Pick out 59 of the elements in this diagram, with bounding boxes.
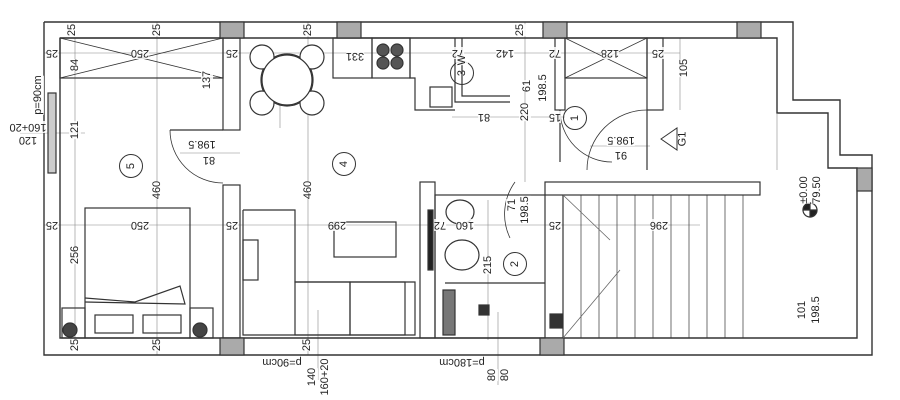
- dimension-label: 160+20: [10, 121, 46, 133]
- dimension-label: 80: [486, 368, 498, 382]
- dimension-label: 71: [506, 198, 518, 212]
- dimension-label: 460: [151, 180, 163, 200]
- dimension-label: 25: [226, 219, 238, 231]
- dimension-label: 331: [346, 50, 364, 62]
- dimension-label: 128: [600, 47, 620, 59]
- dimension-label: 299: [328, 219, 346, 231]
- dimension-label: 25: [151, 338, 163, 352]
- dimension-label: 84: [69, 58, 81, 72]
- dimension-label: 61: [521, 80, 533, 92]
- dimension-label: 198.5: [188, 138, 216, 150]
- dimension-label: 142: [496, 47, 514, 59]
- dimension-label: 250: [130, 47, 150, 59]
- dimension-label: 220: [519, 102, 531, 122]
- dimension-label: 25: [151, 24, 163, 36]
- dimension-label: 215: [482, 256, 494, 274]
- dimension-label: 160: [456, 219, 474, 231]
- dimension-label: 25: [652, 47, 664, 59]
- dimension-label: 25: [301, 338, 313, 352]
- dimension-label: 296: [650, 219, 668, 231]
- dimension-label: 120: [18, 134, 38, 146]
- dimension-label: 80: [499, 368, 511, 382]
- dimension-label: 25: [66, 24, 78, 36]
- dimension-label: 81: [202, 154, 216, 166]
- dimension-label: 198.5: [537, 74, 549, 102]
- dimension-label: 15: [548, 111, 562, 123]
- dimension-label: 256: [69, 246, 81, 264]
- level-label: 79.50: [811, 176, 823, 204]
- room-number-marker: 2: [503, 252, 527, 276]
- dimension-label: 25: [548, 219, 562, 231]
- dimension-label: 25: [46, 219, 58, 231]
- dimension-label: 121: [69, 120, 81, 140]
- window-note: p=90cm: [262, 356, 302, 368]
- dimension-label: 140: [306, 368, 318, 386]
- dimension-label: 250: [130, 219, 150, 231]
- dimension-label: 72: [434, 219, 446, 231]
- level-label: ±0.00: [798, 176, 810, 204]
- dimension-label: 198.5: [519, 196, 531, 224]
- dimension-label: 160+20: [319, 358, 331, 396]
- dimension-label: 25: [69, 338, 81, 352]
- dimension-label: 25: [514, 24, 526, 36]
- room-number-marker: 5: [119, 154, 143, 178]
- room-number-marker: 1: [563, 106, 587, 130]
- dimension-label: 198.5: [607, 134, 635, 146]
- dimension-label: 81: [478, 111, 490, 123]
- room-number-marker: 4: [332, 152, 356, 176]
- dimension-label: 101: [796, 300, 808, 320]
- dimension-label: 25: [46, 47, 58, 59]
- dimension-label: 72: [548, 47, 562, 59]
- dimension-label: 137: [201, 70, 213, 90]
- dimension-label: 25: [226, 47, 238, 59]
- window-note: p=90cm: [32, 75, 44, 115]
- dimension-label: 460: [302, 180, 314, 200]
- dimension-label: 105: [678, 58, 690, 78]
- dimension-label: 198.5: [810, 296, 822, 324]
- dimension-label: 91: [614, 149, 628, 161]
- window-note: p=180cm: [439, 356, 485, 368]
- dimension-label: 25: [302, 24, 314, 36]
